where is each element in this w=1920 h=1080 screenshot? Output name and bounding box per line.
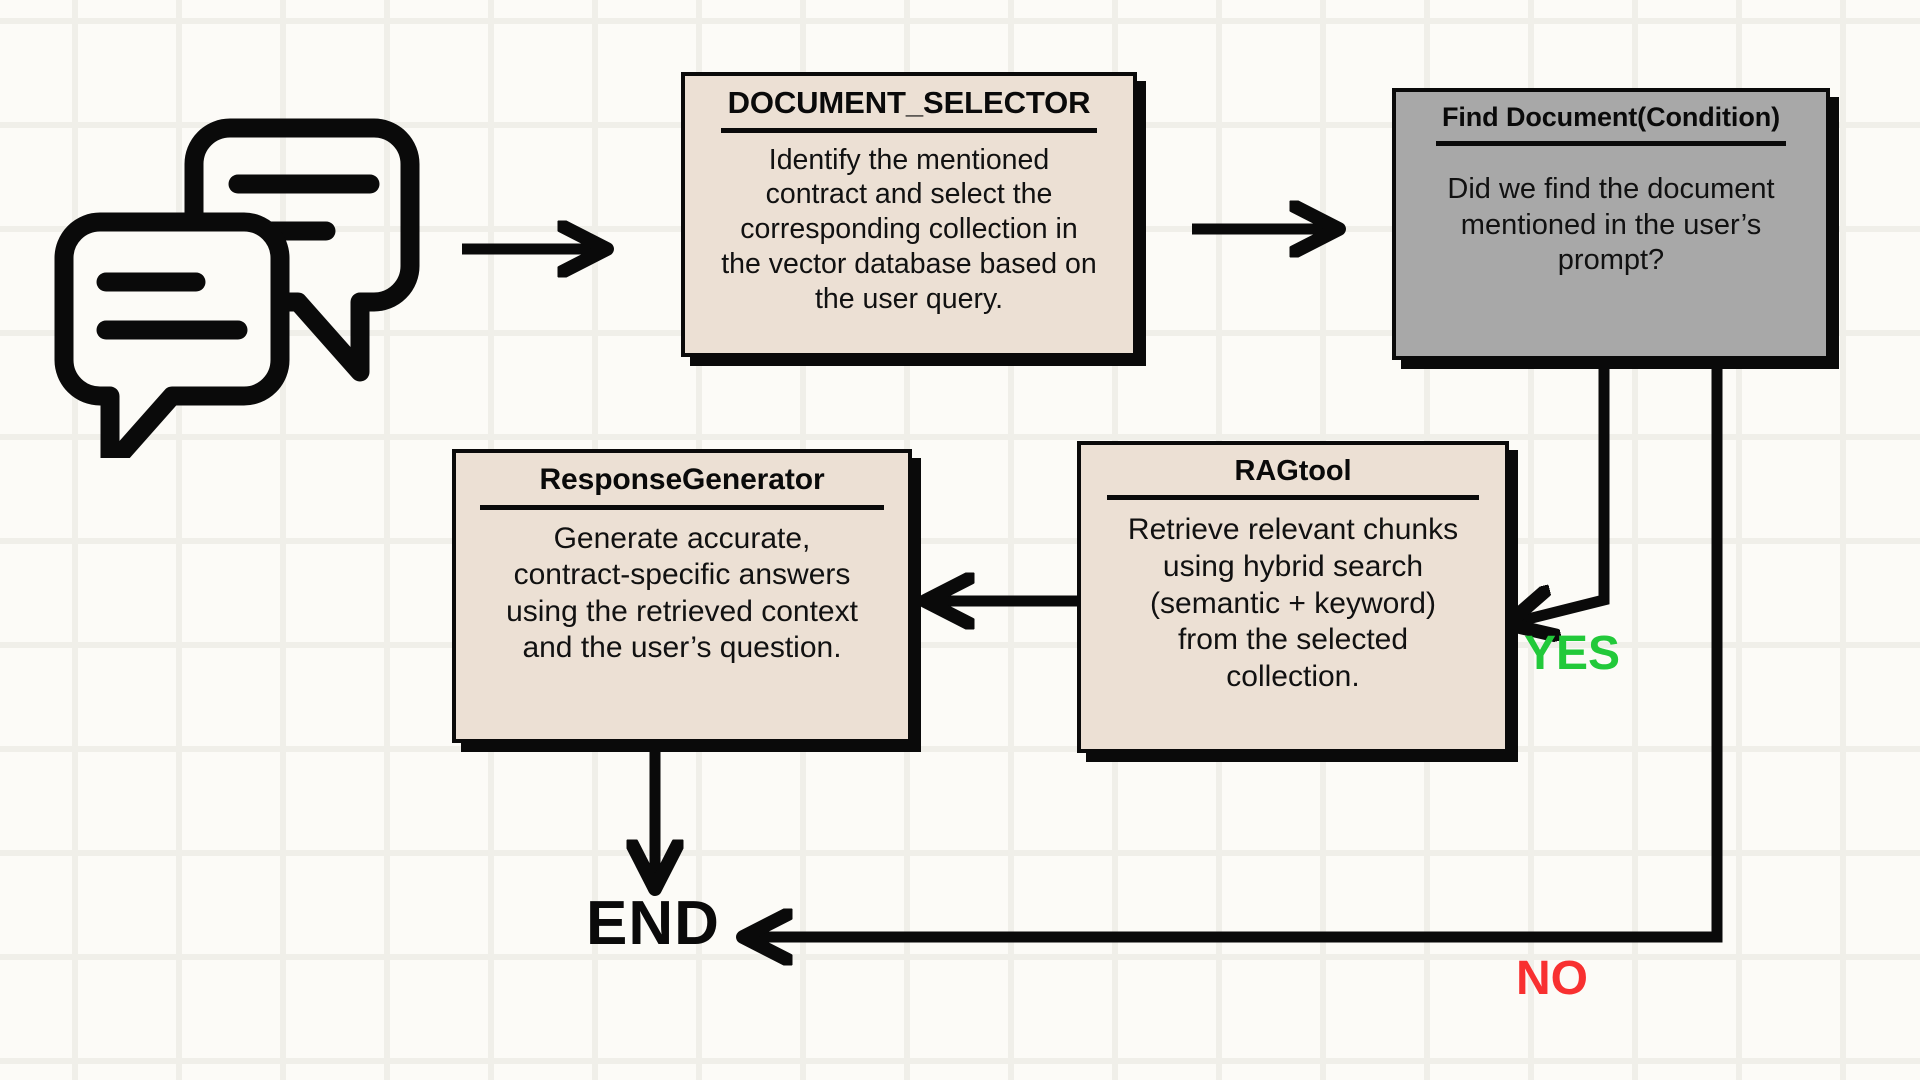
edge-label-yes: YES (1524, 627, 1621, 680)
edge-condition-yes-to-ragtool (1516, 364, 1610, 622)
node-response-generator-divider (480, 504, 884, 510)
node-document-selector[interactable]: DOCUMENT_SELECTOR Identify the mentioned… (681, 72, 1137, 357)
node-response-generator-title: ResponseGenerator (539, 463, 825, 496)
chat-bubble-upper (184, 118, 420, 382)
chat-bubbles-icon (54, 118, 420, 458)
node-ragtool-title: RAGtool (1234, 455, 1352, 487)
node-ragtool-divider (1107, 495, 1479, 501)
node-ragtool[interactable]: RAGtool Retrieve relevant chunks using h… (1077, 441, 1509, 753)
node-find-document-condition[interactable]: Find Document(Condition) Did we find the… (1392, 88, 1830, 360)
node-find-document-divider (1436, 141, 1786, 147)
node-find-document-title: Find Document(Condition) (1441, 102, 1781, 132)
node-response-generator-body: Generate accurate, contract-specific ans… (506, 521, 858, 665)
node-document-selector-title: DOCUMENT_SELECTOR (727, 85, 1091, 120)
node-document-selector-body: Identify the mentioned contract and sele… (721, 143, 1097, 315)
node-find-document-body: Did we find the document mentioned in th… (1447, 173, 1775, 276)
chat-bubble-lower (54, 212, 290, 458)
node-ragtool-body: Retrieve relevant chunks using hybrid se… (1127, 513, 1459, 693)
node-end-terminal: END (586, 889, 720, 958)
edge-label-no: NO (1516, 952, 1588, 1005)
node-document-selector-divider (721, 127, 1097, 133)
node-response-generator[interactable]: ResponseGenerator Generate accurate, con… (452, 449, 912, 743)
